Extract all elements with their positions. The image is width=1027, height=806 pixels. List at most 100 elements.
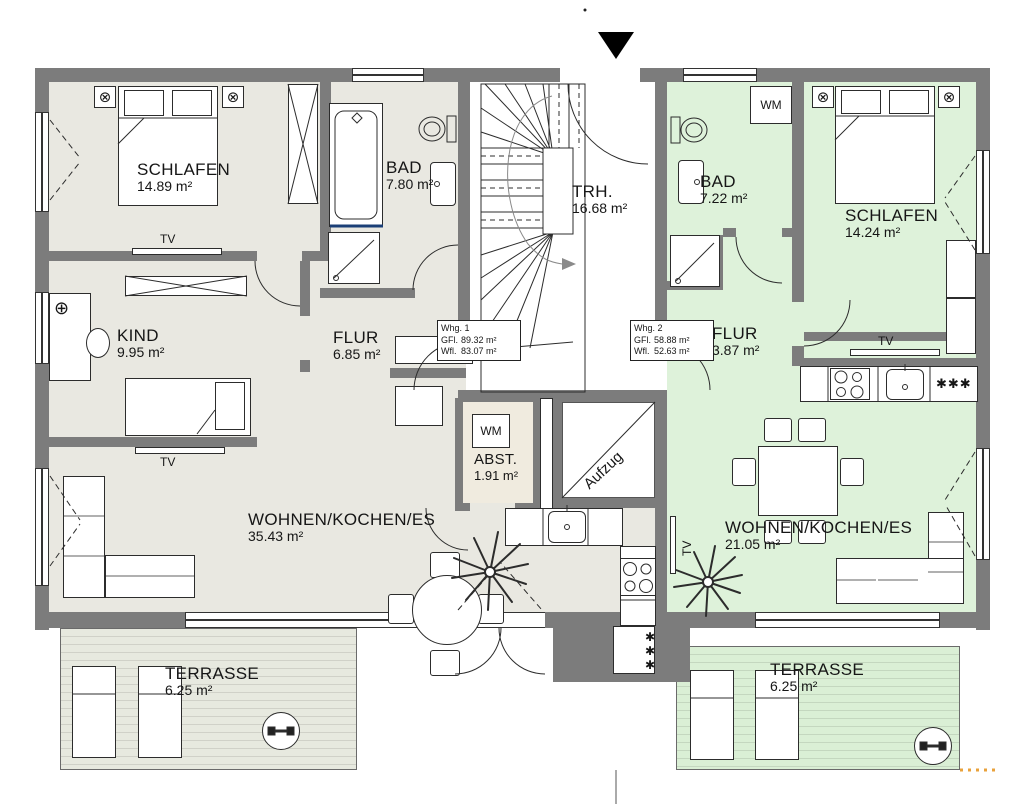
bathtub [329, 103, 383, 227]
sofa2-seat [836, 558, 964, 604]
wall-bottom-c [545, 612, 555, 628]
lamp-icon: ⊗ [938, 86, 960, 108]
window-bad1 [352, 68, 424, 82]
shaft-duct [540, 398, 553, 511]
room-label-terrasse1: TERRASSE 6.25 m² [165, 664, 260, 699]
terrace1-table [262, 712, 300, 750]
dining2-chair [798, 418, 826, 442]
sofa1-seat [105, 555, 195, 598]
wall-bottom-a [35, 612, 185, 628]
room-label-abst: ABST. 1.91 m² [474, 451, 519, 483]
window-schlafen2 [976, 150, 990, 254]
lamp-icon: ⊗ [812, 86, 834, 108]
aufzug-cab [562, 402, 655, 498]
wm-label: WM [480, 424, 502, 438]
wall-top-left [35, 68, 560, 82]
wall-bad1-south-a [320, 288, 415, 298]
window-wohnen2 [976, 448, 990, 560]
fridge-stars-1: ✱✱✱ [643, 630, 657, 672]
kitchen1-fridge [613, 626, 655, 674]
bed-pillow [172, 90, 212, 116]
washing-machine-bad2: WM [750, 86, 792, 124]
lounger [690, 670, 734, 760]
wall-trh-east [655, 80, 667, 342]
bed-pillow [124, 90, 164, 116]
fridge-stars-2: ✱✱✱ [936, 376, 972, 391]
room-label-bad2: BAD 7.22 m² [700, 172, 748, 207]
room-label-terrasse2: TERRASSE 6.25 m² [770, 660, 865, 695]
wall-kind-flur [300, 261, 310, 316]
dining2-chair [798, 520, 826, 544]
dining1-table [412, 575, 482, 645]
info-title: Whg. 1 [441, 323, 470, 333]
info-title: Whg. 2 [634, 323, 663, 333]
tv-board-wohnen1 [135, 447, 225, 454]
room-label-flur1: FLUR 6.85 m² [333, 328, 381, 363]
dining2-chair [764, 418, 792, 442]
wall-bad2-schlafen2 [792, 80, 804, 302]
lounger [72, 666, 116, 758]
washing-machine-abst: WM [472, 414, 510, 448]
wall-bottom-e [940, 612, 990, 628]
shower-1 [328, 232, 380, 284]
tv-board-schlafen1 [132, 248, 222, 255]
wall-schlafen2-south [804, 332, 978, 341]
tv-label-schlafen1: TV [160, 232, 176, 246]
wall-aufzug-west [553, 402, 562, 508]
bed-pillow [841, 90, 881, 114]
wall-apartments-divider [655, 390, 667, 628]
bed-pillow [889, 90, 929, 114]
room-label-trh: TRH. 16.68 m² [572, 182, 628, 217]
dining1-chair [430, 650, 460, 676]
kitchen2-stove [830, 368, 870, 400]
dresser-schlafen2b [946, 298, 976, 354]
wall-abst-south-a [455, 503, 470, 511]
wall-bad2-south-b [723, 228, 736, 237]
kitchen2-sink [886, 369, 924, 400]
dining1-chair [388, 594, 414, 624]
terrace2-table [914, 727, 952, 765]
room-label-kind: KIND 9.95 m² [117, 326, 165, 361]
sliding-door-wohnen2 [755, 612, 940, 628]
shower-2 [670, 235, 720, 287]
window-kind [35, 292, 49, 364]
room-label-flur2: FLUR 3.87 m² [712, 324, 760, 359]
tv-label-kitchen2: TV [878, 334, 894, 348]
wall-schlafen1-kind2 [302, 251, 331, 261]
dining2-chair [840, 458, 864, 486]
tv-board-wohnen2 [670, 516, 676, 574]
tv-board-kitchen2 [850, 349, 940, 356]
window-schlafen1 [35, 112, 49, 212]
window-bad2 [683, 68, 757, 82]
circle-plus-icon: ⊕ [54, 298, 70, 318]
sofa1-back [63, 476, 105, 598]
wall-abst-east [533, 398, 540, 511]
tv-label-wohnen2: TV [680, 540, 694, 556]
lamp-icon: ⊗ [222, 86, 244, 108]
lamp-icon: ⊗ [94, 86, 116, 108]
wm-label: WM [760, 98, 782, 112]
wall-schlafen1-kind [47, 251, 257, 261]
room-label-schlafen1: SCHLAFEN 14.89 m² [137, 160, 231, 195]
room-label-bad1: BAD 7.80 m² [386, 158, 434, 193]
kitchen1-stove [620, 558, 656, 596]
wall-kind-south [47, 437, 257, 447]
sink-bad1 [430, 162, 456, 206]
window-wohnen1 [35, 468, 49, 586]
wall-bad1-west [320, 80, 331, 261]
tv-label-wohnen1: TV [160, 455, 176, 469]
room-label-wohnen1: WOHNEN/KOCHEN/ES 35.43 m² [248, 510, 436, 545]
wardrobe-1 [288, 84, 318, 204]
dining2-chair [764, 520, 792, 544]
wall-trh-south [458, 390, 667, 402]
kitchen1-sink [548, 511, 586, 543]
cabinet-flur1b [395, 386, 443, 426]
lounger [138, 666, 182, 758]
wall-kind-flur-stub [300, 360, 310, 372]
chair-kind [86, 328, 110, 358]
sliding-door-wohnen1 [185, 612, 420, 628]
info-box-whg1: Whg. 1 GFl.89.32 m² Wfl.83.07 m² [437, 320, 521, 362]
dining2-chair [732, 458, 756, 486]
room-label-schlafen2: SCHLAFEN 14.24 m² [845, 206, 939, 241]
